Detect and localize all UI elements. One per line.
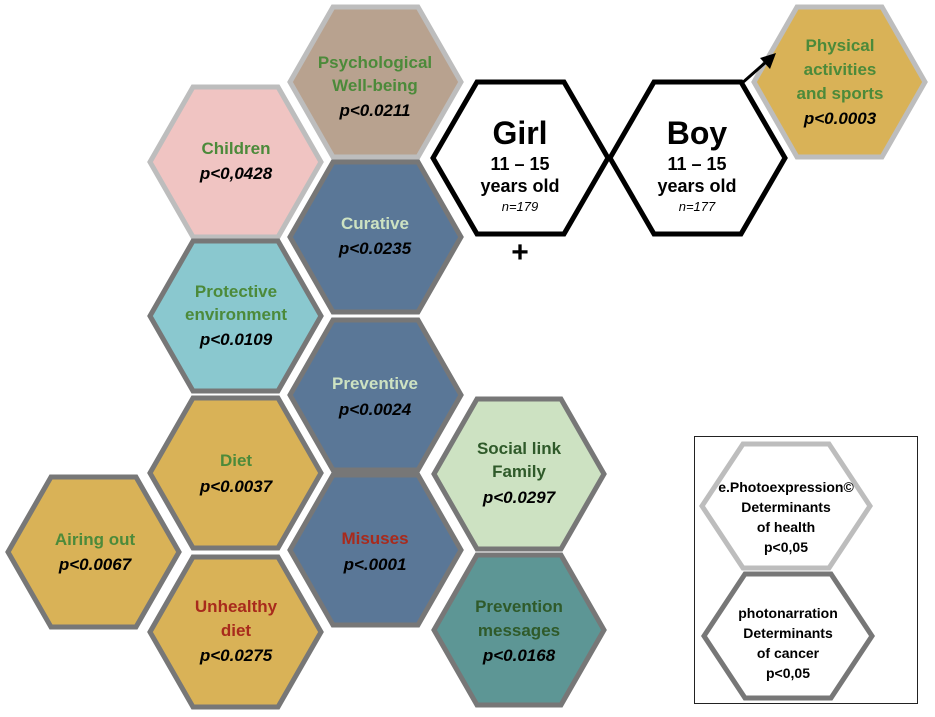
- hex-physical-activities: Physical activities and sports p<0.0003: [751, 4, 928, 160]
- node-pvalue: p<0.0275: [199, 646, 273, 665]
- hex-shape: [147, 238, 324, 394]
- node-pvalue: p<.0001: [343, 555, 407, 574]
- hex-shape: [287, 4, 464, 160]
- legend-dark-line1: photonarration: [738, 605, 838, 621]
- legend-hex-dark: [700, 571, 875, 700]
- boy-n: n=177: [679, 199, 716, 214]
- hex-social-link-family: Social link Family p<0.0297: [431, 396, 607, 552]
- legend-light-line3: of health: [756, 519, 814, 535]
- hex-misuses: Misuses p<.0001: [287, 472, 464, 628]
- node-label: diet: [221, 621, 252, 640]
- node-pvalue: p<0.0024: [338, 400, 412, 419]
- hex-prevention-messages: Prevention messages p<0.0168: [431, 552, 607, 708]
- girl-age: 11 – 15: [490, 154, 549, 174]
- node-pvalue: p<0,0428: [199, 164, 273, 183]
- hex-shape: [751, 4, 928, 160]
- hex-shape: [607, 79, 788, 237]
- node-label: Family: [492, 462, 546, 481]
- node-label: Airing out: [55, 530, 136, 549]
- girl-title: Girl: [492, 115, 547, 151]
- hex-shape: [147, 554, 324, 710]
- node-label: Social link: [477, 439, 562, 458]
- boy-years: years old: [657, 176, 736, 196]
- legend-graphic: e.Photoexpression© Determinants of healt…: [698, 441, 875, 700]
- hex-diet: Diet p<0.0037: [147, 395, 324, 551]
- node-pvalue: p<0.0067: [58, 555, 133, 574]
- node-pvalue: p<0.0168: [482, 646, 556, 665]
- node-pvalue: p<0.0037: [199, 477, 274, 496]
- hex-psychological-well-being: Psychological Well-being p<0.0211: [287, 4, 464, 160]
- boy-age: 11 – 15: [667, 154, 726, 174]
- hex-curative: Curative p<0.0235: [287, 159, 464, 315]
- hex-shape: [431, 396, 607, 552]
- legend-photoexpression: e.Photoexpression© Determinants of healt…: [698, 441, 873, 570]
- node-label: Curative: [341, 214, 409, 233]
- legend-light-line1: e.Photoexpression©: [718, 479, 854, 495]
- girl-years: years old: [480, 176, 559, 196]
- boy-title: Boy: [667, 115, 728, 151]
- hex-girl: Girl 11 – 15 years old n=179 +: [430, 79, 611, 269]
- node-label: messages: [478, 621, 560, 640]
- node-label: Prevention: [475, 597, 563, 616]
- node-label: Misuses: [341, 529, 408, 548]
- node-label: activities: [804, 60, 877, 79]
- node-label: and sports: [797, 84, 884, 103]
- hex-airing-out: Airing out p<0.0067: [5, 474, 182, 630]
- legend-light-line4: p<0,05: [764, 539, 808, 555]
- node-label: Well-being: [332, 76, 418, 95]
- legend-hex-light: [698, 441, 873, 570]
- hex-shape: [431, 552, 607, 708]
- arrow-line: [740, 60, 767, 86]
- node-pvalue: p<0.0109: [199, 330, 273, 349]
- hex-shape: [147, 395, 324, 551]
- legend: e.Photoexpression© Determinants of healt…: [694, 436, 918, 704]
- legend-light-line2: Determinants: [741, 499, 831, 515]
- hex-boy: Boy 11 – 15 years old n=177: [607, 79, 788, 237]
- node-label: environment: [185, 305, 287, 324]
- node-label: Protective: [195, 282, 277, 301]
- girl-n: n=179: [502, 199, 539, 214]
- legend-dark-line2: Determinants: [743, 625, 833, 641]
- node-label: Diet: [220, 451, 252, 470]
- hex-shape: [5, 474, 182, 630]
- hex-children: Children p<0,0428: [147, 84, 324, 240]
- girl-plus-sign: +: [511, 236, 529, 269]
- legend-photonarration: photonarration Determinants of cancer p<…: [700, 571, 875, 700]
- hex-preventive: Preventive p<0.0024: [287, 317, 464, 473]
- node-label: Psychological: [318, 53, 432, 72]
- hex-unhealthy-diet: Unhealthy diet p<0.0275: [147, 554, 324, 710]
- arrow-boy-to-physical: [740, 53, 776, 86]
- node-label: Physical: [806, 36, 875, 55]
- hex-protective-environment: Protective environment p<0.0109: [147, 238, 324, 394]
- node-pvalue: p<0.0003: [803, 109, 877, 128]
- hex-shape: [287, 317, 464, 473]
- node-pvalue: p<0.0297: [482, 488, 557, 507]
- node-label: Preventive: [332, 374, 418, 393]
- hex-shape: [287, 472, 464, 628]
- hex-shape: [287, 159, 464, 315]
- arrow-head: [760, 53, 776, 69]
- legend-dark-line3: of cancer: [756, 645, 819, 661]
- hex-shape: [147, 84, 324, 240]
- legend-dark-line4: p<0,05: [766, 665, 810, 681]
- node-label: Unhealthy: [195, 597, 278, 616]
- node-pvalue: p<0.0211: [338, 101, 410, 120]
- node-pvalue: p<0.0235: [338, 239, 412, 258]
- node-label: Children: [202, 139, 271, 158]
